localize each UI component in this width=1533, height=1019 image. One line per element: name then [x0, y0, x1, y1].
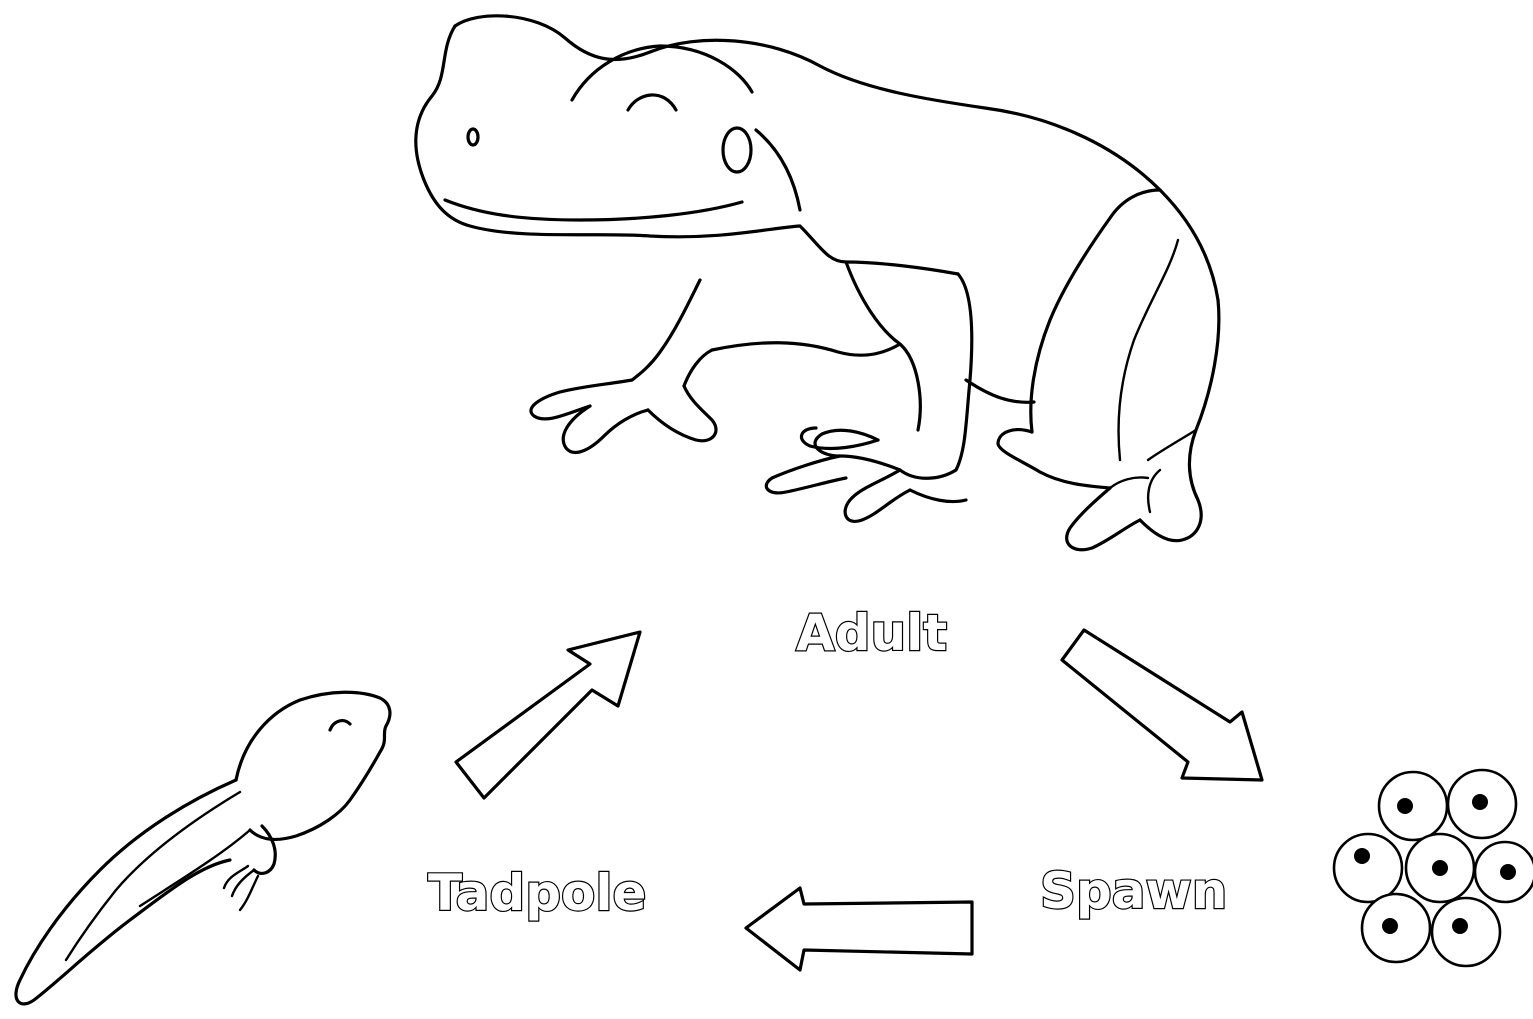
stage-label-adult: Adult — [796, 604, 947, 662]
arrow-spawn-to-tadpole-icon — [746, 888, 972, 970]
stage-label-tadpole: Tadpole — [428, 864, 646, 922]
adult-frog-illustration — [416, 16, 1219, 550]
tadpole-illustration — [16, 692, 390, 1004]
arrow-adult-to-spawn-icon — [1062, 630, 1262, 780]
frogspawn-illustration — [1334, 770, 1533, 966]
arrow-tadpole-to-adult-icon — [456, 632, 640, 798]
stage-label-spawn: Spawn — [1040, 862, 1227, 920]
